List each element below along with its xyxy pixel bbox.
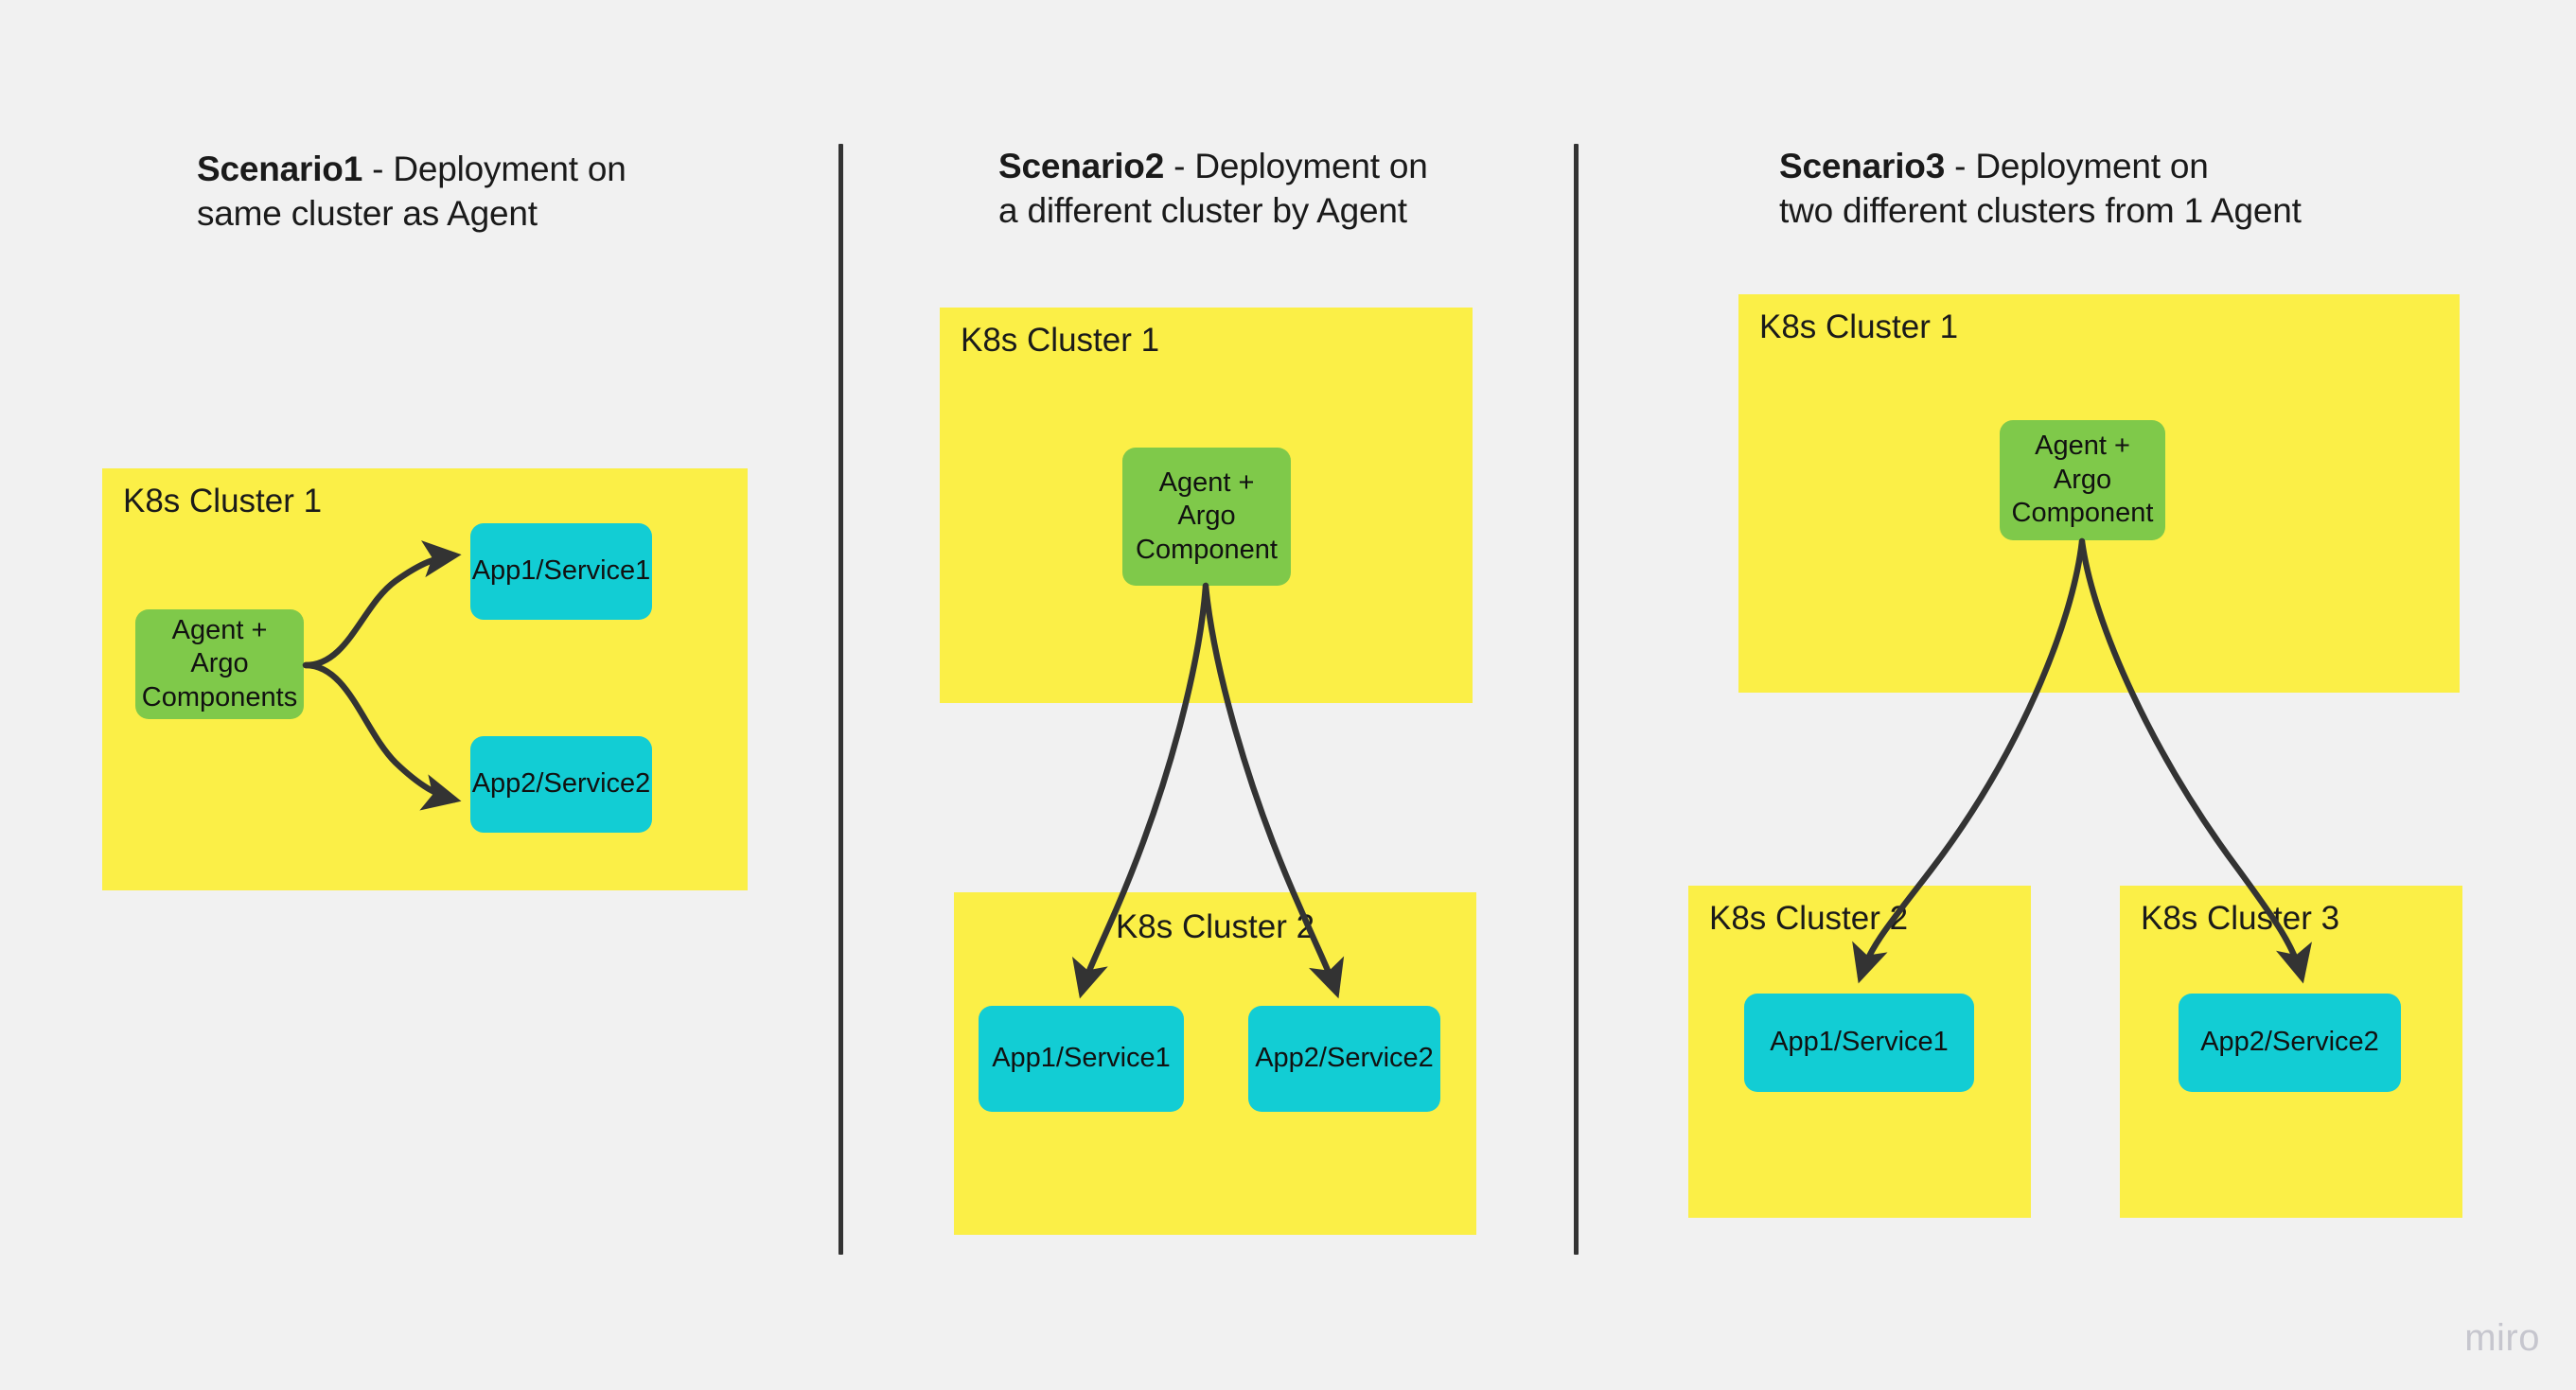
- scenario3-title-rest: - Deployment on two different clusters f…: [1779, 147, 2302, 231]
- node-s3-app1[interactable]: App1/Service1: [1744, 994, 1974, 1092]
- scenario3-title-lead: Scenario3: [1779, 147, 1946, 185]
- scenario2-title: Scenario2 - Deployment on a different cl…: [998, 144, 1623, 234]
- node-s2-app2[interactable]: App2/Service2: [1248, 1006, 1440, 1112]
- cluster-label-s2-cluster2: K8s Cluster 2: [1115, 908, 1315, 945]
- node-s1-agent[interactable]: Agent + Argo Components: [135, 609, 304, 719]
- scenario2-title-rest: - Deployment on a different cluster by A…: [998, 147, 1428, 231]
- node-s2-app1[interactable]: App1/Service1: [979, 1006, 1184, 1112]
- cluster-label-s2-cluster1: K8s Cluster 1: [961, 322, 1160, 359]
- cluster-label-s3-cluster2: K8s Cluster 2: [1709, 900, 1909, 937]
- cluster-label-s3-cluster3: K8s Cluster 3: [2141, 900, 2340, 937]
- scenario1-title: Scenario1 - Deployment on same cluster a…: [197, 147, 784, 237]
- divider-scenario1-scenario2: [838, 144, 843, 1255]
- cluster-label-s3-cluster1: K8s Cluster 1: [1759, 308, 1959, 345]
- cluster-label-s1-cluster1: K8s Cluster 1: [123, 483, 323, 519]
- node-s3-app2[interactable]: App2/Service2: [2179, 994, 2401, 1092]
- node-s2-agent[interactable]: Agent + Argo Component: [1122, 448, 1291, 586]
- node-s3-agent[interactable]: Agent + Argo Component: [2000, 420, 2165, 540]
- scenario2-title-lead: Scenario2: [998, 147, 1165, 185]
- node-s1-app2[interactable]: App2/Service2: [470, 736, 652, 833]
- miro-watermark: miro: [2464, 1317, 2540, 1359]
- scenario1-title-rest: - Deployment on same cluster as Agent: [197, 150, 626, 234]
- scenario3-title: Scenario3 - Deployment on two different …: [1779, 144, 2461, 234]
- node-s1-app1[interactable]: App1/Service1: [470, 523, 652, 620]
- divider-scenario2-scenario3: [1574, 144, 1579, 1255]
- scenario1-title-lead: Scenario1: [197, 150, 363, 188]
